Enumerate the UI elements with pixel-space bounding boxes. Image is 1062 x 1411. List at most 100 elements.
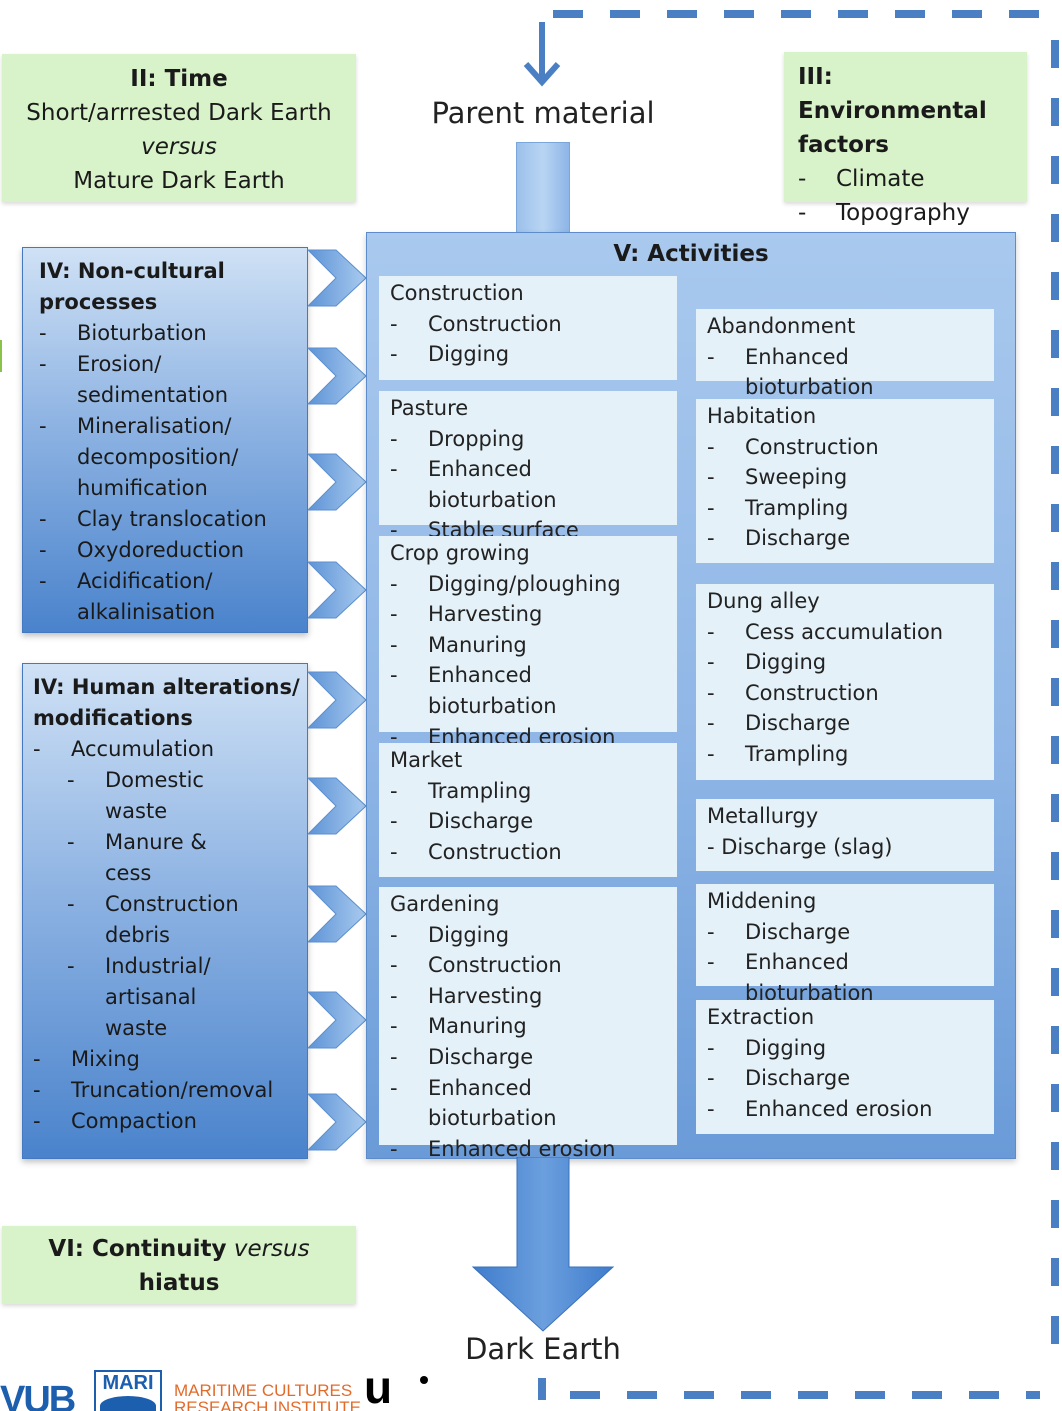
activity-abandonment-title: Abandonment (707, 314, 856, 338)
human-sub-item-cont: debris (105, 923, 170, 947)
footer-logos: VUB MARI MARITIME CULTURES RESEARCH INST… (0, 1370, 430, 1411)
noncultural-title-2: processes (39, 290, 158, 314)
activity-item: Discharge (707, 1063, 984, 1094)
activity-item: Harvesting (390, 599, 667, 630)
noncultural-title-1: IV: Non-cultural (39, 259, 225, 283)
noncultural-item: Bioturbation (39, 318, 307, 349)
activity-middening-title: Middening (707, 889, 817, 913)
activity-item: Discharge (707, 917, 984, 948)
vub-logo: VUB (0, 1379, 76, 1411)
chevron-icon (306, 991, 367, 1049)
parent-material-label: Parent material (431, 96, 655, 130)
chevron-icon (306, 1093, 367, 1151)
activity-item: Enhanced bioturbation (390, 454, 667, 515)
human-sub-item-cont: artisanal (105, 985, 197, 1009)
activity-item: Cess accumulation (707, 617, 984, 648)
chevron-icon (306, 347, 367, 405)
activity-extraction: Extraction Digging Discharge Enhanced er… (696, 1000, 994, 1134)
activity-item: Construction (390, 837, 667, 868)
noncultural-item: Acidification/ (39, 566, 307, 597)
time-line1: Short/arrrested Dark Earth (26, 100, 332, 126)
activity-item: Manuring (390, 630, 667, 661)
parent-arrow-shaft (516, 142, 570, 236)
human-sub-item: Construction (33, 889, 307, 920)
continuity-title: VI: Continuity (48, 1236, 227, 1262)
human-sub-item: Domestic (33, 765, 307, 796)
dark-earth-label: Dark Earth (465, 1332, 621, 1366)
environmental-item: Climate (798, 162, 1027, 196)
mari-logo-text: MARI (102, 1372, 154, 1394)
noncultural-item-cont: alkalinisation (77, 600, 216, 624)
human-accumulation: Accumulation (33, 734, 307, 765)
noncultural-item-cont: sedimentation (77, 383, 229, 407)
chevron-icon (306, 777, 367, 835)
activity-market: Market Trampling Discharge Construction (379, 743, 677, 877)
u-logo-dot (420, 1376, 428, 1384)
activity-crop-title: Crop growing (390, 541, 530, 565)
chevron-icon (306, 249, 367, 307)
activity-item: Digging (707, 647, 984, 678)
activity-metallurgy: Metallurgy - Discharge (slag) (696, 799, 994, 871)
activity-item: Digging (390, 339, 667, 370)
activity-item: Enhanced bioturbation (390, 660, 667, 721)
environmental-box: III: Environmental factors Climate Topog… (784, 52, 1027, 230)
noncultural-item: Oxydoreduction (39, 535, 307, 566)
activity-item: Manuring (390, 1011, 667, 1042)
noncultural-item: Mineralisation/ (39, 411, 307, 442)
time-line3: Mature Dark Earth (73, 168, 285, 194)
activity-extraction-title: Extraction (707, 1005, 815, 1029)
activity-item: Enhanced bioturbation (707, 342, 984, 403)
time-title: II: Time (130, 66, 228, 92)
activity-item: Discharge (707, 708, 984, 739)
continuity-box: VI: Continuity versus hiatus (2, 1226, 356, 1304)
u-logo: u (364, 1370, 393, 1411)
environmental-title-2: factors (798, 132, 889, 158)
noncultural-item-cont: humification (77, 476, 208, 500)
activity-habitation-title: Habitation (707, 404, 817, 428)
activity-item: Discharge (390, 806, 667, 837)
activity-gardening-title: Gardening (390, 892, 500, 916)
activity-item: Construction (390, 950, 667, 981)
human-sub-item-cont: cess (105, 861, 152, 885)
activity-metallurgy-title: Metallurgy (707, 804, 819, 828)
human-title-2: modifications (33, 706, 193, 730)
chevron-icon (306, 885, 367, 943)
mari-logo-wave (100, 1396, 156, 1411)
continuity-hiatus: hiatus (138, 1270, 220, 1296)
mari-institute-line2: RESEARCH INSTITUTE (174, 1398, 362, 1411)
environmental-item: Topography (798, 196, 1027, 230)
activities-title: V: Activities (613, 241, 769, 267)
activity-dung-alley: Dung alley Cess accumulation Digging Con… (696, 584, 994, 780)
noncultural-panel: IV: Non-cultural processes Bioturbation … (22, 247, 308, 633)
chevron-icon (306, 561, 367, 619)
activity-construction: Construction Construction Digging (379, 276, 677, 380)
activity-pasture-title: Pasture (390, 396, 469, 420)
activity-item: Trampling (707, 739, 984, 770)
human-title-1: IV: Human alterations/ (33, 675, 300, 699)
noncultural-item-cont: decomposition/ (77, 445, 239, 469)
time-line2: versus (141, 134, 217, 160)
activity-item: Digging (707, 1033, 984, 1064)
activity-item: Dropping (390, 424, 667, 455)
mari-institute-text: MARITIME CULTURES RESEARCH INSTITUTE (174, 1382, 361, 1411)
activity-gardening: Gardening Digging Construction Harvestin… (379, 887, 677, 1164)
activity-abandonment: Abandonment Enhanced bioturbation (696, 309, 994, 399)
chevron-arrows (306, 249, 367, 1151)
activity-item: Discharge (707, 523, 984, 554)
human-item: Truncation/removal (33, 1075, 307, 1106)
activity-item: Digging (390, 920, 667, 951)
activity-item: Construction (707, 432, 984, 463)
activity-item: Construction (707, 678, 984, 709)
mari-institute-line1: MARITIME CULTURES (174, 1381, 353, 1400)
continuity-versus: versus (233, 1236, 310, 1262)
activity-pasture: Pasture Dropping Enhanced bioturbation S… (379, 391, 677, 546)
activity-item: Enhanced bioturbation (390, 1073, 667, 1134)
activity-item: Sweeping (707, 462, 984, 493)
human-sub-item: Industrial/ (33, 951, 307, 982)
human-sub-item: Manure & (33, 827, 307, 858)
time-box: II: Time Short/arrrested Dark Earth vers… (2, 54, 356, 202)
chevron-icon (306, 671, 367, 729)
activity-metallurgy-line: - Discharge (slag) (707, 834, 893, 859)
activity-construction-title: Construction (390, 281, 524, 305)
activity-item: Discharge (390, 1042, 667, 1073)
